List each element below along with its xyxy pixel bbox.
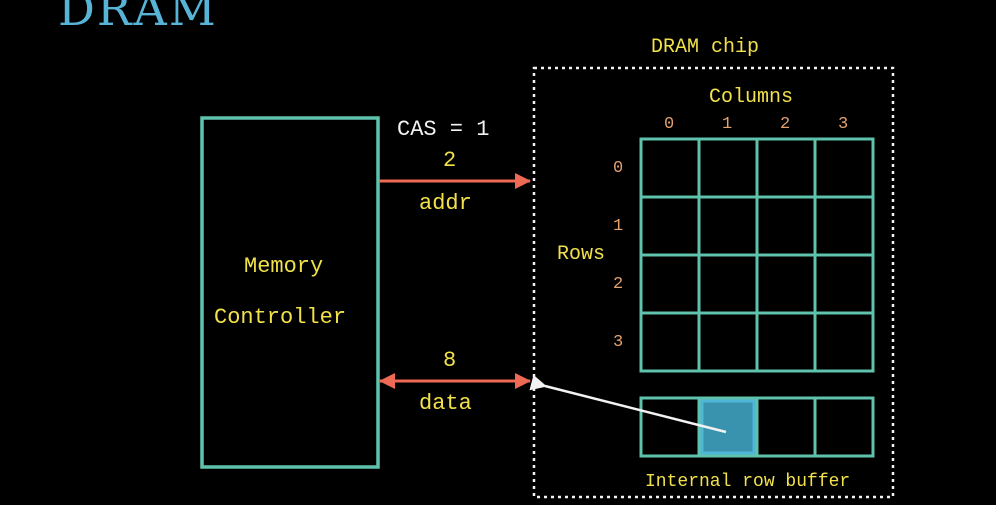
data-bus-label: data: [419, 391, 472, 416]
memory-cell-r3-c2: [755, 311, 817, 373]
buffer-to-bus-arrow: [529, 374, 727, 434]
column-index-1: 1: [722, 115, 733, 134]
memory-controller-label-line1: Memory: [244, 254, 324, 279]
row-buffer-cell: [813, 396, 875, 458]
row-buffer-cell: [639, 396, 701, 458]
slide-title: DRAM: [58, 0, 218, 36]
memory-controller-label-line2: Controller: [214, 305, 347, 330]
memory-cell-r0-c2: [755, 137, 817, 199]
data-bus-value: 8: [443, 348, 457, 373]
memory-cell-r2-c3: [813, 253, 875, 315]
memory-cell-r0-c3: [813, 137, 875, 199]
memory-cell-r1-c3: [813, 195, 875, 257]
memory-controller-box: [200, 116, 380, 469]
command-label: CAS = 1: [397, 117, 490, 142]
memory-cell-r0-c0: [639, 137, 701, 199]
row-index-1: 1: [613, 217, 624, 236]
memory-cell-r3-c0: [639, 311, 701, 373]
memory-cell-r1-c2: [755, 195, 817, 257]
column-index-3: 3: [838, 115, 849, 134]
memory-cell-r2-c0: [639, 253, 701, 315]
dram-chip-boundary: [532, 66, 895, 499]
memory-cell-array: [639, 137, 875, 373]
rows-label: Rows: [557, 243, 606, 266]
address-bus-label: addr: [419, 191, 472, 216]
dram-chip-label: DRAM chip: [651, 36, 760, 59]
memory-cell-r1-c1: [697, 195, 759, 257]
memory-cell-r3-c3: [813, 311, 875, 373]
memory-cell-r2-c2: [755, 253, 817, 315]
memory-cell-r0-c1: [697, 137, 759, 199]
memory-cell-r1-c0: [639, 195, 701, 257]
row-index-0: 0: [613, 159, 624, 178]
column-index-2: 2: [780, 115, 791, 134]
columns-label: Columns: [709, 86, 794, 109]
internal-row-buffer: [639, 396, 875, 458]
memory-cell-r3-c1: [697, 311, 759, 373]
row-index-2: 2: [613, 275, 624, 294]
row-buffer-cell: [755, 396, 817, 458]
address-bus-value: 2: [443, 148, 457, 173]
column-index-0: 0: [664, 115, 675, 134]
row-buffer-label: Internal row buffer: [645, 472, 851, 492]
row-index-3: 3: [613, 333, 624, 352]
memory-cell-r2-c1: [697, 253, 759, 315]
